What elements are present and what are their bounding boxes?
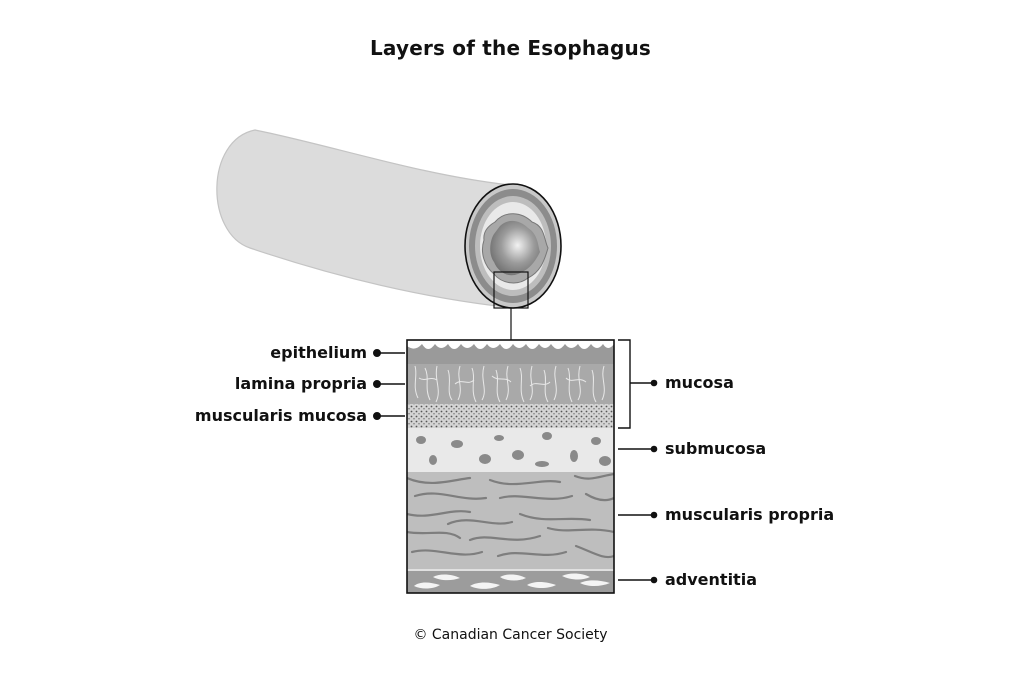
- left-pointers: [373, 349, 405, 421]
- layer-muscularis-propria: [407, 472, 614, 570]
- label-submucosa: submucosa: [665, 439, 767, 458]
- mucosa-bracket: [618, 339, 631, 429]
- cross-section: [464, 183, 562, 340]
- label-muscularis-propria: muscularis propria: [665, 505, 835, 524]
- lamina-fibers: [414, 365, 605, 403]
- layer-block: [407, 340, 614, 593]
- label-lamina-propria: lamina propria: [234, 374, 367, 393]
- layer-adventitia: [407, 570, 614, 593]
- label-adventitia: adventitia: [665, 570, 757, 589]
- right-pointers: [618, 339, 654, 581]
- submucosa-cells: [416, 432, 611, 467]
- muscle-fibers: [407, 472, 614, 559]
- diagram-title: Layers of the Esophagus: [369, 36, 652, 60]
- label-epithelium: epithelium: [270, 343, 367, 362]
- esophagus-tube: [216, 129, 515, 309]
- copyright-notice: © Canadian Cancer Society: [413, 627, 608, 643]
- layer-lamina-propria: [407, 364, 614, 404]
- adventitia-fat: [414, 573, 610, 589]
- layer-block-border: [406, 339, 615, 594]
- layer-submucosa: [407, 428, 614, 472]
- label-muscularis-mucosa: muscularis mucosa: [194, 406, 367, 425]
- label-mucosa: mucosa: [665, 373, 734, 392]
